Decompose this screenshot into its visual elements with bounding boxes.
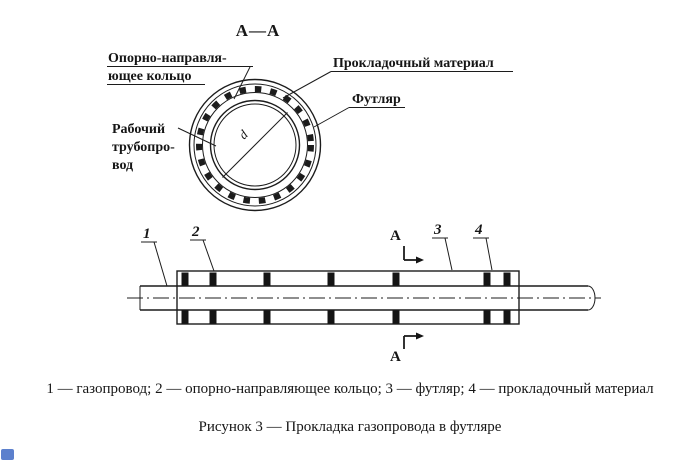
support-ring-label-line2: ющее кольцо (108, 69, 191, 84)
section-arrowhead-top (416, 256, 424, 264)
support-ring-leader-line (233, 66, 251, 100)
support-ring-label-line1: Опорно-направля- (108, 51, 227, 66)
figure-title: Рисунок 3 — Прокладка газопровода в футл… (199, 419, 502, 435)
gasket-leader-line (282, 71, 332, 99)
callout-3: 3 (433, 222, 442, 238)
corner-watermark (1, 449, 14, 460)
support-ring-inner-circle (202, 92, 308, 198)
casing-inner-circle (193, 83, 317, 207)
pipe-label-line1: Рабочий (112, 122, 165, 137)
callout-4-leader (485, 237, 493, 271)
callout-1: 1 (143, 226, 151, 242)
cross-section-view: А—А d Опорно-направля- ющее кольцо Прокл… (107, 21, 513, 212)
ring-mark (483, 310, 491, 324)
ring-mark (503, 272, 511, 286)
casing-label: Футляр (352, 92, 401, 107)
figure-caption: 1 — газопровод; 2 — опорно-направляющее … (46, 381, 654, 435)
section-arrowhead-bottom (416, 332, 424, 340)
section-letter-bottom: А (390, 349, 401, 365)
pipe-label-line2: трубопро- (112, 140, 175, 155)
casing-outline (176, 270, 520, 325)
gasket-label: Прокладочный материал (333, 56, 494, 71)
ring-mark (327, 272, 335, 286)
pipe-leader-line (177, 127, 217, 147)
pipe-right-end-cap (587, 285, 596, 311)
longitudinal-view: 1 2 3 4 А (127, 222, 601, 365)
ring-mark (263, 272, 271, 286)
ring-mark (263, 310, 271, 324)
callout-1-leader (153, 241, 168, 287)
ring-mark (392, 272, 400, 286)
callout-2: 2 (191, 224, 200, 240)
ring-mark (209, 272, 217, 286)
section-mark-top: А (390, 228, 424, 264)
casing-outer-circle (188, 78, 322, 212)
diameter-line (222, 112, 288, 178)
support-ring-teeth (196, 86, 314, 204)
pipe-outer-circle (209, 99, 301, 191)
pipe-label-line3: вод (112, 158, 133, 173)
ring-mark (209, 310, 217, 324)
diameter-symbol: d (236, 127, 252, 143)
support-ring-marks (181, 272, 511, 324)
ring-mark (392, 310, 400, 324)
ring-mark (327, 310, 335, 324)
section-title: А—А (236, 21, 281, 40)
callout-2-leader (202, 239, 215, 272)
callout-4: 4 (474, 222, 483, 238)
casing-leader-line (313, 107, 350, 128)
section-mark-bottom: А (390, 332, 424, 365)
callout-3-leader (444, 237, 453, 271)
legend-text: 1 — газопровод; 2 — опорно-направляющее … (46, 381, 654, 397)
ring-mark (181, 310, 189, 324)
ring-mark (483, 272, 491, 286)
ring-mark (181, 272, 189, 286)
section-letter-top: А (390, 228, 401, 244)
ring-mark (503, 310, 511, 324)
